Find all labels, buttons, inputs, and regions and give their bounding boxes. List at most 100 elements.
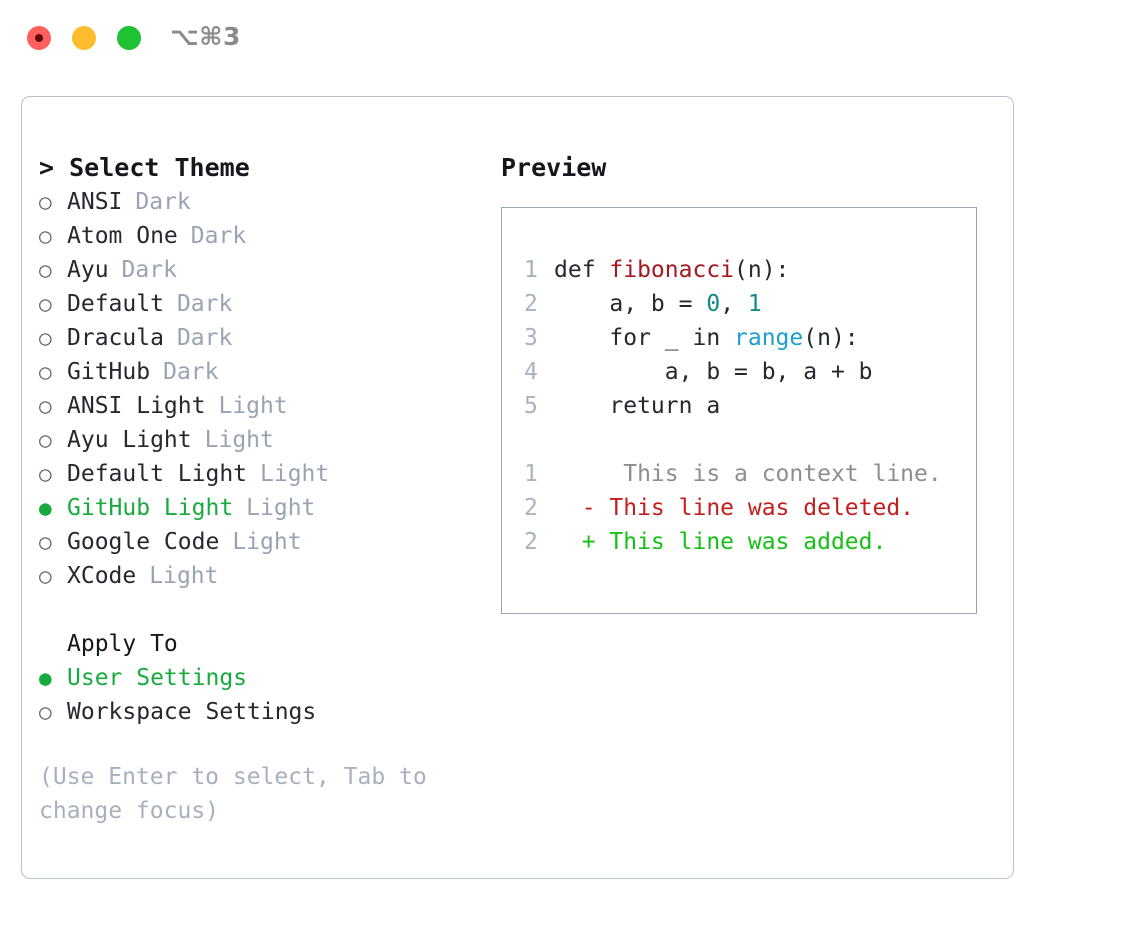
code-token-num: 0 [706,291,721,317]
code-line-number: 1 [524,257,538,283]
code-line: 5 return a [524,389,976,423]
radio-selected-icon: ● [39,496,52,520]
code-line: 4 a, b = b, a + b [524,355,976,389]
code-line: 2 a, b = 0, 1 [524,287,976,321]
code-token-plain: , [720,291,748,317]
theme-option-variant-tag: Dark [176,325,233,351]
diff-sample: 1 This is a context line.2 - This line w… [524,457,976,559]
theme-option[interactable]: ○ ANSI Dark [39,185,479,219]
theme-option-variant-tag: Light [246,495,316,521]
list-spacer [39,593,479,627]
theme-option-variant-tag: Dark [121,257,177,283]
preview-title: Preview [501,153,607,182]
radio-unselected-icon: ○ [39,224,52,248]
theme-option-variant-tag: Light [149,563,219,589]
code-token-plain: return a [554,393,721,419]
theme-option-variant-tag: Light [260,461,330,487]
code-line-content: return a [554,389,720,423]
radio-unselected-icon: ○ [39,292,52,316]
code-token-plain: (n): [734,257,790,283]
code-line-content: for _ in range(n): [554,321,859,355]
theme-option[interactable]: ○ Google Code Light [39,525,479,559]
radio-unselected-icon: ○ [39,326,52,350]
zoom-button[interactable] [117,26,141,50]
keyboard-shortcut-label: ⌥⌘3 [170,22,241,51]
prompt-caret-icon: > [39,153,55,182]
code-diff-separator [524,423,976,457]
diff-line-number: 1 [524,461,538,487]
theme-option-label: Ayu Light [67,427,192,453]
theme-option[interactable]: ○ Dracula Dark [39,321,479,355]
window-controls [27,26,141,50]
diff-line-text: This is a context line. [595,461,942,487]
theme-option-label: ANSI [67,189,123,215]
code-token-plain: (n): [803,325,859,351]
theme-option-label: Google Code [67,529,220,555]
theme-option[interactable]: ● GitHub Light Light [39,491,479,525]
diff-marker: + [554,529,596,555]
code-token-plain: a, b = b, a + b [554,359,873,385]
code-line-number: 5 [524,393,538,419]
code-line-number: 4 [524,359,538,385]
code-token-plain: a, b = [554,291,707,317]
radio-unselected-icon: ○ [39,700,52,724]
close-button[interactable] [27,26,51,50]
radio-unselected-icon: ○ [39,360,52,384]
theme-option[interactable]: ○ Ayu Dark [39,253,479,287]
code-line-number: 3 [524,325,538,351]
code-token-plain: def [554,257,610,283]
apply-to-options[interactable]: ●User Settings○Workspace Settings [39,661,479,729]
apply-to-label: Apply To [67,631,178,657]
diff-marker [554,457,596,491]
diff-marker: - [554,495,596,521]
theme-option-label: Atom One [67,223,178,249]
code-token-call: range [734,325,804,351]
theme-option[interactable]: ○ XCode Light [39,559,479,593]
apply-to-option-label: User Settings [67,665,248,691]
theme-option-variant-tag: Light [218,393,288,419]
diff-line-added: 2 + This line was added. [524,525,976,559]
minimize-button[interactable] [72,26,96,50]
radio-unselected-icon: ○ [39,564,52,588]
radio-unselected-icon: ○ [39,462,52,486]
theme-option-variant-tag: Dark [135,189,191,215]
code-token-fn: fibonacci [609,257,735,283]
theme-option[interactable]: ○ ANSI Light Light [39,389,479,423]
code-line-number: 2 [524,291,538,317]
radio-unselected-icon: ○ [39,190,52,214]
radio-unselected-icon: ○ [39,530,52,554]
theme-option-label: Dracula [67,325,164,351]
theme-option-label: GitHub Light [67,495,234,521]
diff-line-text: This line was deleted. [595,495,915,521]
theme-option-variant-tag: Light [232,529,302,555]
page-title-text: Select Theme [69,153,250,182]
diff-line-context: 1 This is a context line. [524,457,976,491]
code-line-content: def fibonacci(n): [554,253,789,287]
theme-option-label: Ayu [67,257,109,283]
radio-unselected-icon: ○ [39,394,52,418]
code-line: 1 def fibonacci(n): [524,253,976,287]
apply-to-option[interactable]: ○Workspace Settings [39,695,479,729]
theme-option-variant-tag: Dark [176,291,233,317]
diff-line-number: 2 [524,529,538,555]
theme-option-label: ANSI Light [67,393,206,419]
apply-to-option[interactable]: ●User Settings [39,661,479,695]
theme-option-label: XCode [67,563,137,589]
code-line-content: a, b = 0, 1 [554,287,761,321]
radio-unselected-icon: ○ [39,258,52,282]
diff-line-deleted: 2 - This line was deleted. [524,491,976,525]
code-line: 3 for _ in range(n): [524,321,976,355]
diff-line-number: 2 [524,495,538,521]
